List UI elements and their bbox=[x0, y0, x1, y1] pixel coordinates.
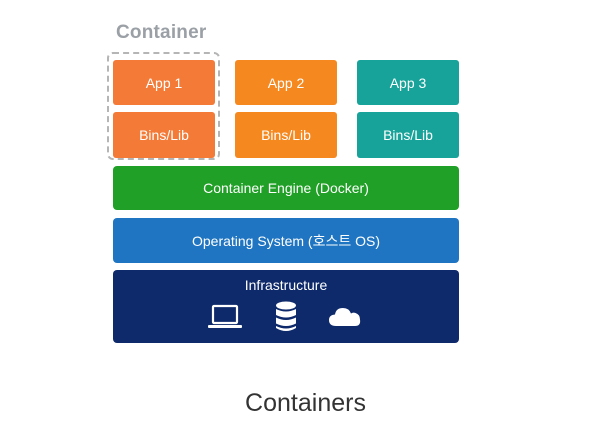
diagram-caption: Containers bbox=[245, 389, 366, 417]
container-outline bbox=[107, 52, 220, 160]
database-icon bbox=[276, 301, 296, 331]
container-engine-layer: Container Engine (Docker) bbox=[113, 166, 459, 210]
infrastructure-layer: Infrastructure bbox=[113, 270, 459, 343]
container-engine-label: Container Engine (Docker) bbox=[203, 180, 369, 196]
operating-system-label: Operating System (호스트 OS) bbox=[191, 232, 381, 249]
container-label: Container bbox=[116, 22, 207, 43]
infrastructure-label: Infrastructure bbox=[244, 277, 328, 293]
bins-lib-2-box: Bins/Lib bbox=[235, 112, 337, 158]
app-2-box: App 2 bbox=[235, 60, 337, 105]
cloud-icon bbox=[329, 308, 361, 326]
operating-system-layer: Operating System (호스트 OS) bbox=[113, 218, 459, 263]
laptop-icon bbox=[208, 304, 242, 328]
bins-lib-1-box: Bins/Lib bbox=[113, 112, 215, 158]
bins-lib-3-box: Bins/Lib bbox=[357, 112, 459, 158]
app-3-box: App 3 bbox=[357, 60, 459, 105]
app-1-box: App 1 bbox=[113, 60, 215, 105]
